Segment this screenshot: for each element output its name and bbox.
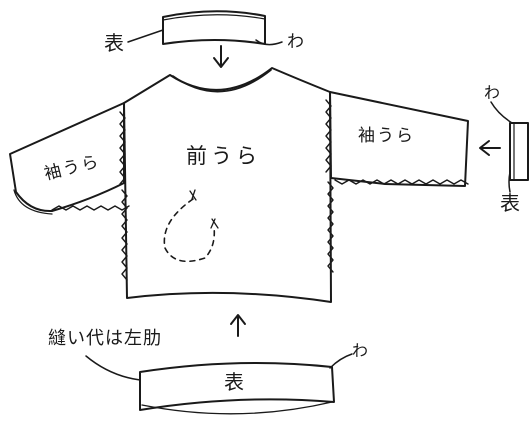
right-cuff-fold-label: わ	[484, 83, 501, 102]
bottom-hem-band	[139, 362, 335, 415]
right-sleeve-label: 袖うら	[358, 126, 415, 146]
right-cuff-face-leader	[508, 171, 511, 193]
shirt-body	[123, 67, 332, 303]
left-sleeve	[9, 102, 125, 215]
dashed-u-arrow	[163, 189, 219, 263]
seam-allowance-note: 縫い代は左肋	[48, 328, 162, 349]
right-cuff-face-label: 表	[500, 191, 520, 215]
up-arrow-icon	[230, 314, 246, 337]
bottom-band-fold-label: わ	[352, 341, 369, 360]
front-wrong-side-label: 前うら	[186, 144, 261, 168]
top-band-fold-leader	[255, 39, 283, 46]
right-sleeve	[329, 91, 469, 187]
top-band-face-label: 表	[104, 31, 124, 55]
bottom-band-face-label: 表	[224, 370, 244, 394]
top-band-fold-label: わ	[287, 32, 304, 52]
top-band-face-leader	[127, 29, 164, 43]
right-cuff	[509, 122, 529, 181]
right-cuff-fold-leader	[490, 101, 513, 124]
top-neck-band	[162, 10, 266, 45]
left-arrow-icon	[479, 140, 501, 156]
bottom-band-fold-leader	[329, 353, 353, 369]
down-arrow-icon	[213, 45, 229, 68]
seam-note-leader	[85, 355, 141, 381]
zigzag-seams	[51, 99, 469, 281]
